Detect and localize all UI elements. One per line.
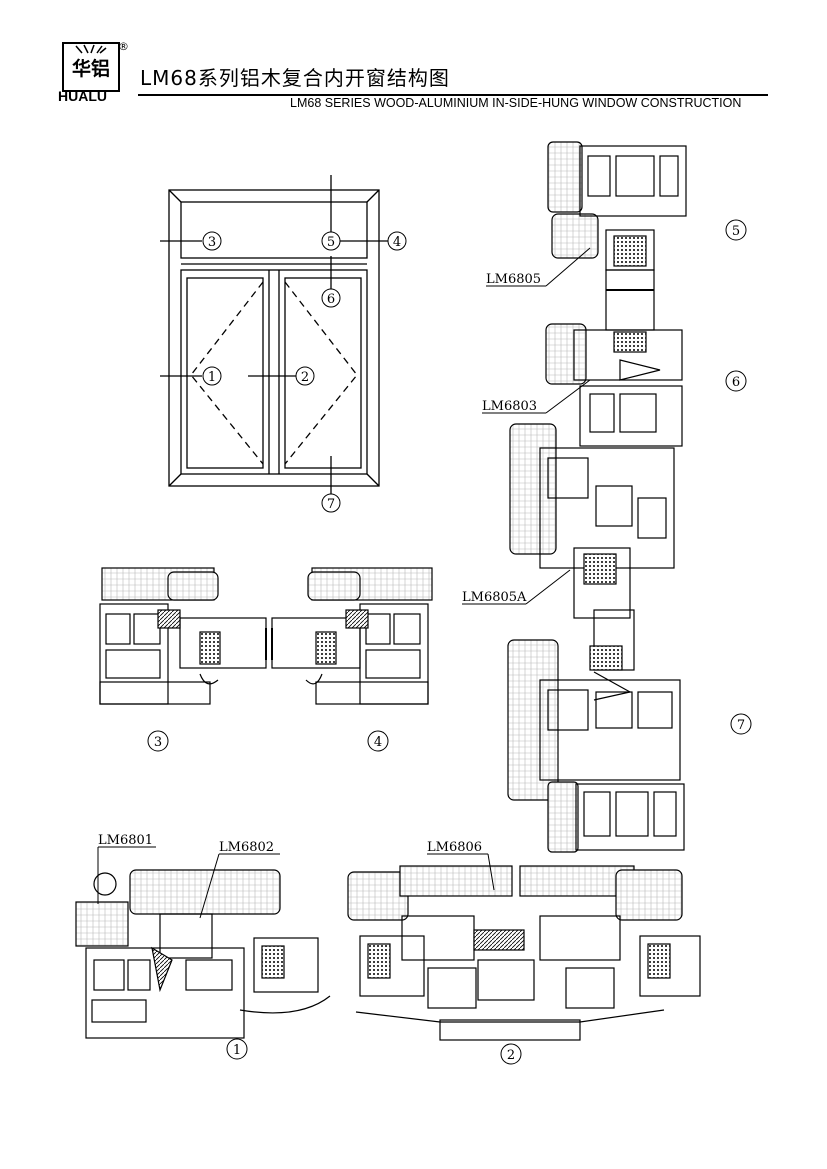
logo-english-text: HUALU [58,88,107,104]
section-3-drawing [99,567,267,705]
page-subtitle: LM68 SERIES WOOD-ALUMINIUM IN-SIDE-HUNG … [290,96,742,110]
caption-4-text: 4 [374,735,382,750]
caption-6-text: 6 [732,375,740,390]
logo-chinese-text: 华铝 [71,58,110,80]
profile-label-lm6805a: LM6805A [462,590,527,605]
section-2-drawing [347,865,701,1041]
callout-1 [202,366,222,386]
section-4-drawing [271,567,433,705]
profile-label-lm6805: LM6805 [486,272,541,287]
callout-2-text: 2 [301,370,309,385]
profile-leaders [97,247,591,919]
profile-label-lm6803: LM6803 [482,399,537,414]
callout-3 [202,231,222,251]
logo-emblem-icon [75,44,107,54]
caption-2-circle [500,1043,522,1065]
callout-7-text: 7 [327,497,335,512]
caption-3-text: 3 [154,735,162,750]
callout-6-text: 6 [327,292,335,307]
page-title: LM68系列铝木复合内开窗结构图 [140,66,450,90]
caption-1-circle [226,1038,248,1060]
caption-6-circle [725,370,747,392]
profile-label-lm6802: LM6802 [219,840,274,855]
caption-3-circle [147,730,169,752]
registered-mark: ® [118,40,129,53]
section-1-drawing [75,869,331,1039]
window-elevation [160,175,388,494]
callout-1-text: 1 [208,370,216,385]
vertical-section-drawing [507,141,687,853]
callout-5-text: 5 [327,235,335,250]
callout-3-text: 3 [208,235,216,250]
callout-2 [295,366,315,386]
caption-1-text: 1 [233,1043,241,1058]
logo: 华铝 [62,42,120,92]
profile-label-lm6801: LM6801 [98,833,153,848]
caption-5-circle [725,219,747,241]
title-divider [138,94,768,96]
callout-4 [387,231,407,251]
callout-5 [321,231,341,251]
elevation-callouts [202,231,407,513]
caption-7-text: 7 [737,718,745,733]
callout-6 [321,288,341,308]
caption-7-circle [730,713,752,735]
caption-4-circle [367,730,389,752]
callout-7 [321,493,341,513]
profile-label-lm6806: LM6806 [427,840,482,855]
caption-2-text: 2 [507,1048,515,1063]
callout-4-text: 4 [393,235,401,250]
caption-5-text: 5 [732,224,740,239]
